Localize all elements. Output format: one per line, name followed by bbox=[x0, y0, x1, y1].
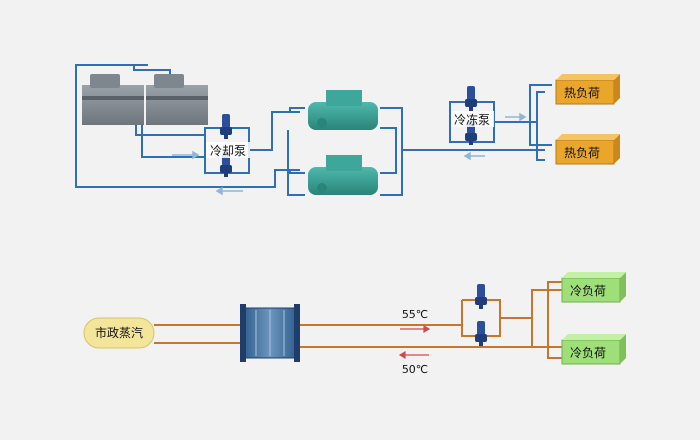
municipal-steam-source: 市政蒸汽 bbox=[83, 317, 155, 349]
return-temp-label: 50℃ bbox=[402, 363, 428, 376]
flow-arrow bbox=[172, 150, 243, 196]
chilled-pump-icon bbox=[465, 86, 477, 111]
circulation-pump-icon bbox=[475, 321, 487, 346]
hot-water-pipes bbox=[154, 281, 562, 359]
chiller-unit-1 bbox=[308, 90, 378, 130]
cooling-tower-1 bbox=[82, 74, 144, 125]
heat-load-box: 热负荷 bbox=[555, 134, 620, 165]
chiller-unit-2 bbox=[308, 155, 378, 195]
chilled-return-pipe bbox=[402, 84, 552, 161]
circulation-pump-icon bbox=[475, 284, 487, 309]
cooling-tower-2 bbox=[146, 74, 208, 125]
heat-load-label: 热负荷 bbox=[564, 146, 600, 160]
plate-heat-exchanger bbox=[240, 304, 300, 362]
cooling-pump-label: 冷却泵 bbox=[210, 144, 246, 158]
flow-arrow bbox=[398, 324, 431, 360]
steam-label: 市政蒸汽 bbox=[95, 325, 143, 340]
cold-load-label: 冷负荷 bbox=[570, 284, 606, 298]
cold-load-box: 冷负荷 bbox=[561, 334, 626, 365]
cooling-tower-loop bbox=[75, 64, 300, 188]
supply-temp-label: 55℃ bbox=[402, 308, 428, 321]
heat-load-label: 热负荷 bbox=[564, 86, 600, 100]
cold-load-box: 冷负荷 bbox=[561, 272, 626, 303]
heat-load-box: 热负荷 bbox=[555, 74, 620, 105]
cold-load-label: 冷负荷 bbox=[570, 346, 606, 360]
chilled-pump-label: 冷冻泵 bbox=[454, 112, 490, 127]
cooling-pump-icon bbox=[220, 114, 232, 139]
flow-arrow bbox=[463, 112, 527, 161]
